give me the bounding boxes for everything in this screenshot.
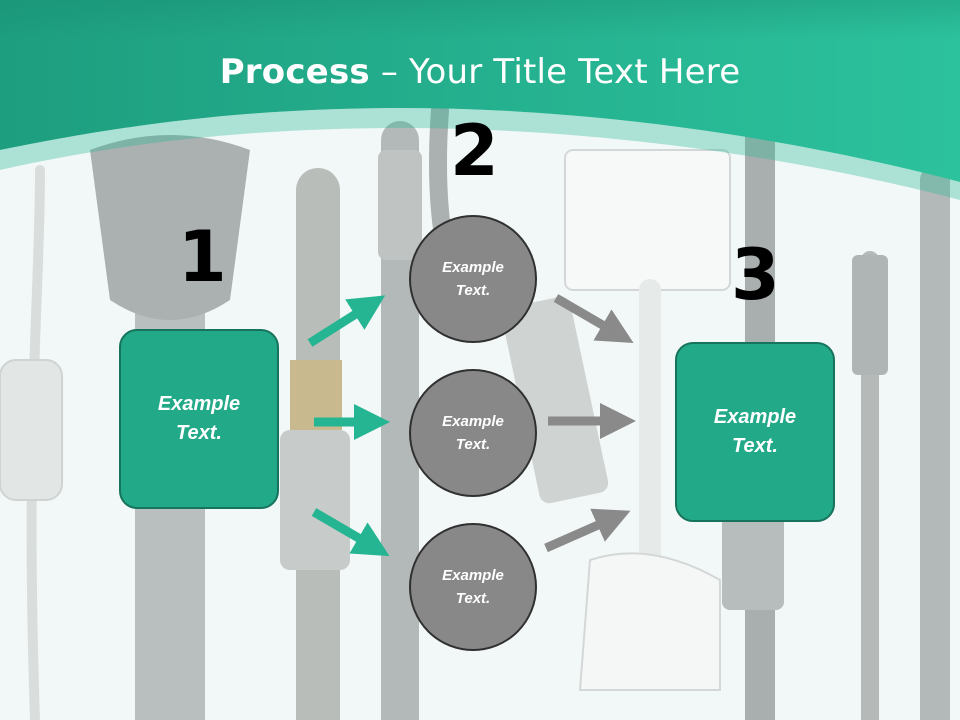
step-number-1: 1 [178,216,227,298]
title-rest: – Your Title Text Here [369,52,741,92]
arrow-1-to-2c [311,508,390,557]
title-bold: Process [219,52,370,92]
circle-top-text: Example Text. [442,259,504,299]
arrow-2a-to-3 [553,294,634,344]
step-2-circle-top: Example Text. [409,215,537,343]
arrow-2c-to-3 [544,508,631,553]
step-number-2: 2 [450,110,499,192]
step-2-circle-middle: Example Text. [409,369,537,497]
circle-bottom-text: Example Text. [442,567,504,607]
step-1-text: Example Text. [157,393,241,444]
step-3-box: Example Text. [675,342,835,522]
step-3-text: Example Text. [713,406,797,457]
arrow-1-to-2a [307,295,386,347]
step-1-box: Example Text. [119,329,279,509]
step-2-circle-bottom: Example Text. [409,523,537,651]
slide-title: Process – Your Title Text Here [0,52,960,92]
circle-middle-text: Example Text. [442,413,504,453]
step-number-3: 3 [731,234,780,316]
